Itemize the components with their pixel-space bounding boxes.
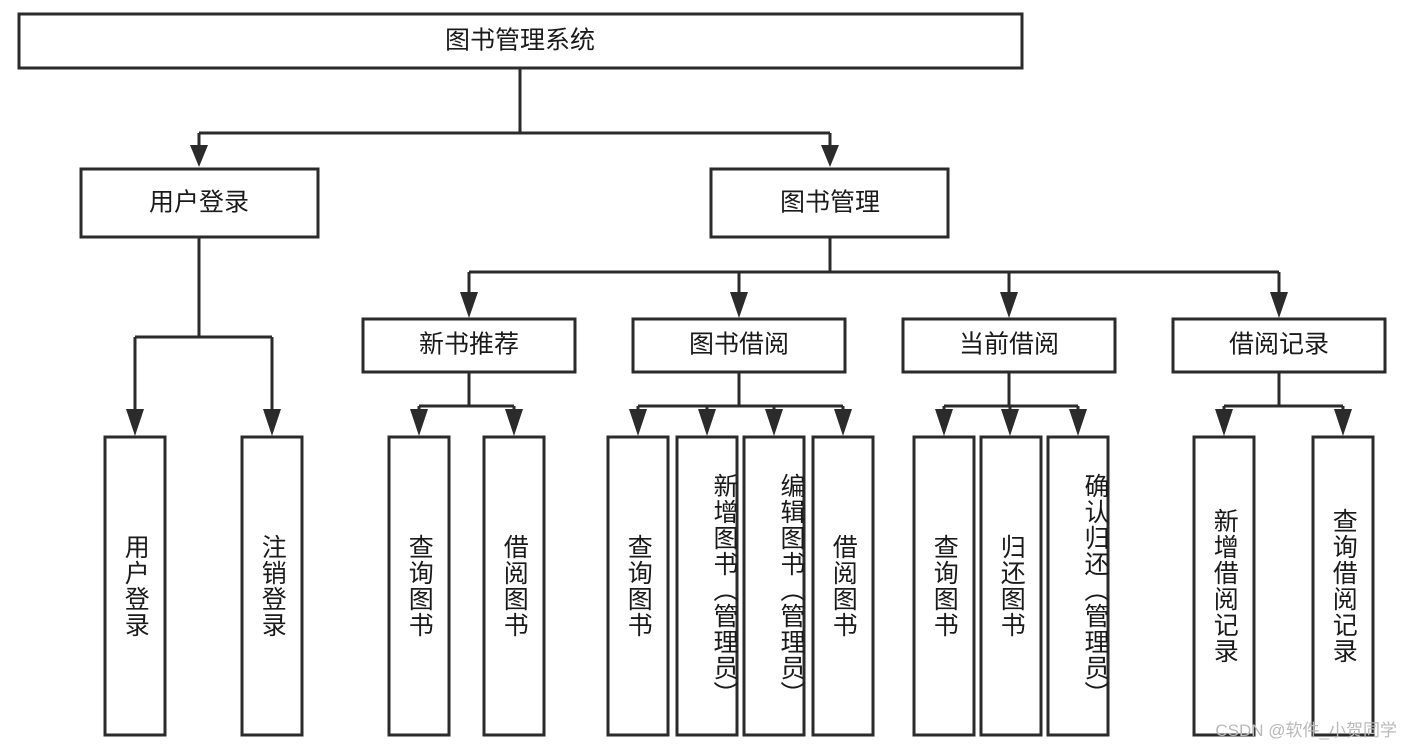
arrow-current-borrow-leaf-1	[935, 409, 953, 436]
node-new-book-recommend-label: 新书推荐	[419, 331, 519, 359]
arrow-book-borrow-leaf-3	[765, 409, 783, 436]
node-leaf-current-borrow-3[interactable]	[1046, 435, 1110, 737]
arrow-to-borrow-record	[1270, 292, 1288, 318]
arrow-new-book-leaf-2	[505, 409, 523, 436]
node-book-borrow-label: 图书借阅	[689, 331, 789, 359]
arrow-borrow-record-leaf-1	[1215, 409, 1233, 436]
node-book-manage-label: 图书管理	[780, 189, 880, 217]
arrow-book-borrow-leaf-1	[629, 409, 647, 436]
node-root-label: 图书管理系统	[445, 27, 595, 55]
node-borrow-record-label: 借阅记录	[1229, 331, 1329, 359]
arrow-root-to-book-manage	[821, 145, 839, 167]
arrow-to-new-book-recommend	[460, 292, 478, 318]
arrow-book-borrow-leaf-2	[698, 409, 716, 436]
nodes-layer: 图书管理系统 用户登录 图书管理 新书推荐 图书借阅 当前借阅 借阅记录	[17, 12, 1387, 737]
node-current-borrow[interactable]	[901, 317, 1117, 374]
csdn-watermark: CSDN @软件_小贺同学	[1215, 721, 1397, 740]
node-leaf-borrow-record-1[interactable]	[1192, 435, 1256, 737]
arrow-current-borrow-leaf-3	[1069, 409, 1087, 436]
node-leaf-user-login-2[interactable]	[240, 435, 304, 737]
node-leaf-book-borrow-4[interactable]	[811, 435, 875, 737]
arrow-borrow-record-leaf-2	[1334, 409, 1352, 436]
node-leaf-new-book-2[interactable]	[482, 435, 546, 737]
node-leaf-current-borrow-1[interactable]	[912, 435, 976, 737]
node-leaf-book-borrow-2[interactable]	[675, 435, 739, 737]
arrow-current-borrow-leaf-2	[1001, 409, 1019, 436]
node-leaf-borrow-record-2[interactable]	[1311, 435, 1375, 737]
node-root[interactable]	[17, 12, 1024, 70]
arrow-user-login-leaf-2	[263, 409, 281, 436]
arrow-to-current-borrow	[1000, 292, 1018, 318]
node-book-manage[interactable]	[709, 167, 950, 239]
node-leaf-book-borrow-1[interactable]	[606, 435, 670, 737]
node-leaf-book-borrow-3[interactable]	[742, 435, 806, 737]
node-user-login[interactable]	[79, 167, 320, 239]
arrow-root-to-user-login	[190, 145, 208, 167]
node-current-borrow-label: 当前借阅	[959, 331, 1059, 359]
node-borrow-record[interactable]	[1171, 317, 1387, 374]
node-new-book-recommend[interactable]	[361, 317, 577, 374]
node-leaf-user-login-1[interactable]	[103, 435, 167, 737]
arrow-to-book-borrow	[730, 292, 748, 318]
node-book-borrow[interactable]	[631, 317, 847, 374]
arrow-book-borrow-leaf-4	[834, 409, 852, 436]
node-leaf-new-book-1[interactable]	[387, 435, 451, 737]
node-leaf-current-borrow-2[interactable]	[979, 435, 1043, 737]
arrow-new-book-leaf-1	[410, 409, 428, 436]
arrow-user-login-leaf-1	[126, 409, 144, 436]
edges-layer	[126, 68, 1352, 436]
node-user-login-label: 用户登录	[149, 189, 249, 217]
